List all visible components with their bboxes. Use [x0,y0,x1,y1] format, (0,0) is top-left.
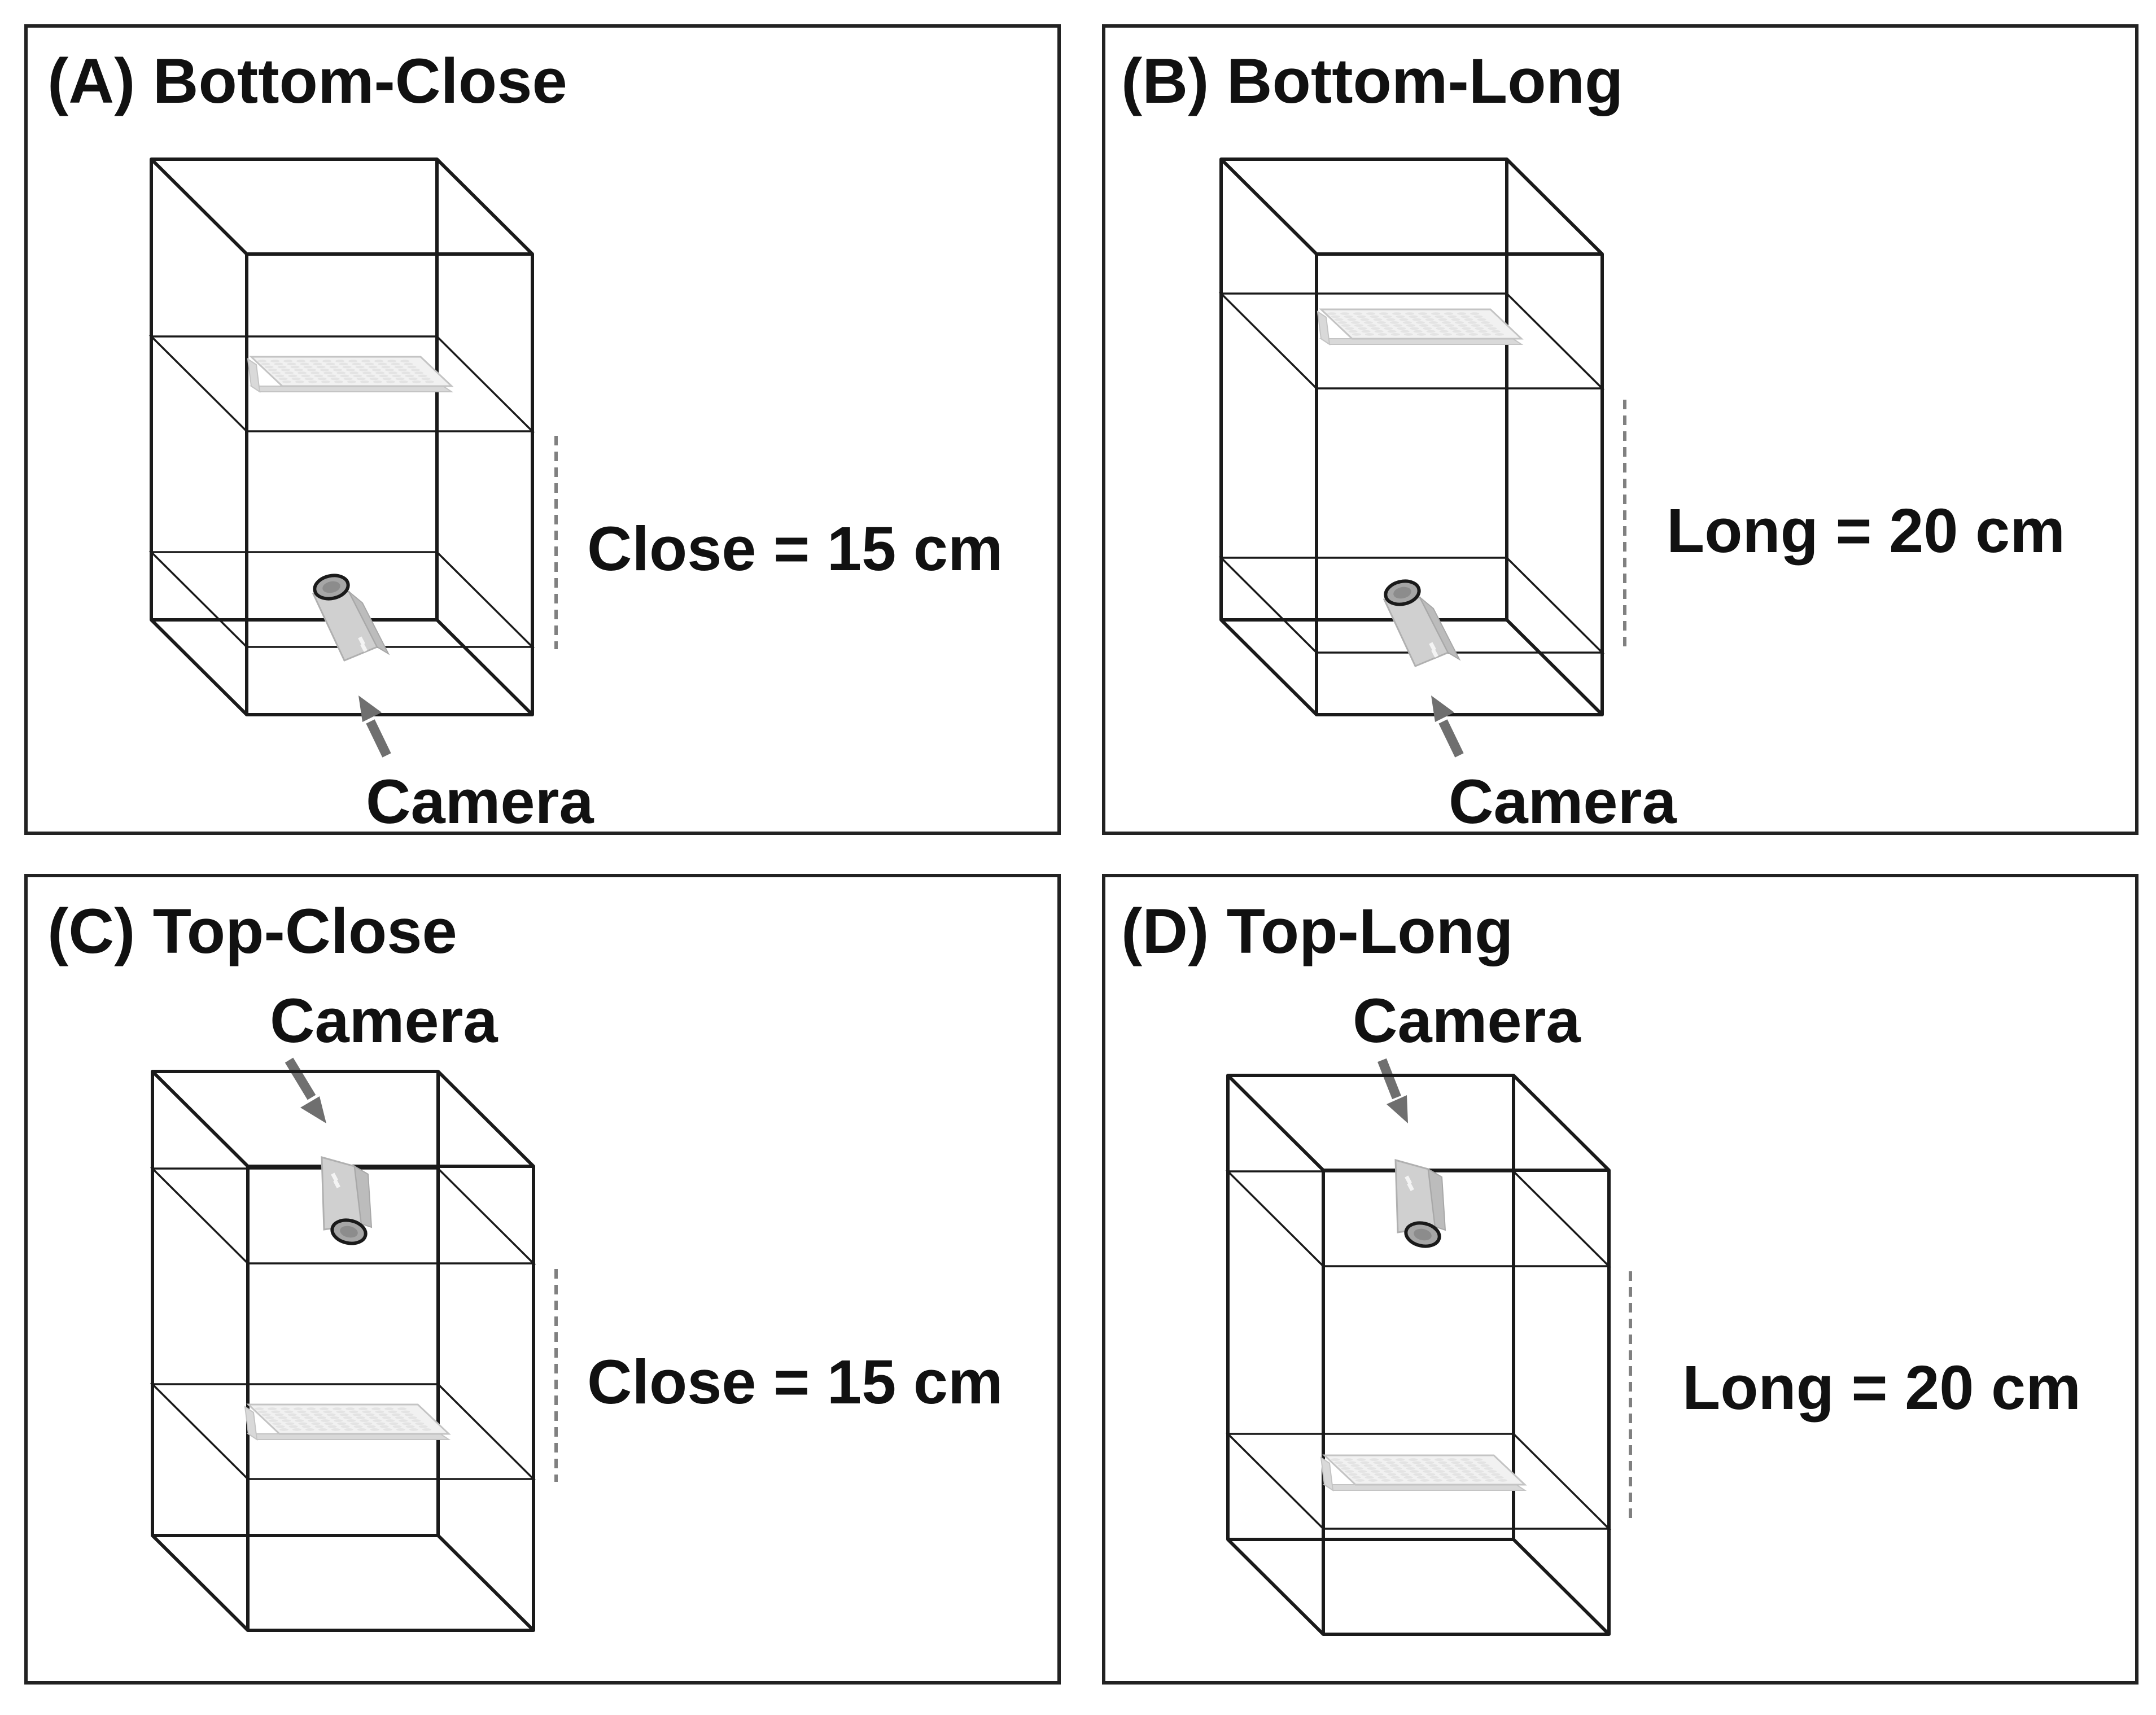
arrow-icon [1431,695,1464,758]
panel-title: (D) Top-Long [1121,896,1513,966]
panel-frame [1102,24,2138,835]
enclosure-box [151,1070,535,1632]
distance-label: Close = 15 cm [587,514,1003,584]
arrow-icon [285,1057,326,1123]
enclosure-box [1219,158,1604,716]
panel-frame [24,874,1061,1685]
panel-title: (C) Top-Close [47,896,457,966]
panel-d: (D) Top-Long Camera Long = 20 cm [1102,874,2138,1685]
camera-shelf [1218,557,1605,654]
arrow-icon [1377,1058,1408,1123]
distance-label: Long = 20 cm [1667,496,2065,566]
plate-shelf [150,1383,536,1480]
distance-label: Close = 15 cm [587,1348,1003,1417]
arrow-icon [358,695,391,758]
plate-shelf [148,335,535,432]
camera-label: Camera [1449,767,1677,837]
camera-label: Camera [270,986,498,1056]
well-plate-icon [247,356,453,393]
panel-c: (C) Top-Close Camera Close = 15 cm [24,874,1061,1685]
well-plate-icon [244,1403,450,1441]
well-plate-icon [1320,1454,1526,1491]
panel-title: (A) Bottom-Close [47,46,567,116]
camera-label: Camera [1353,986,1581,1056]
camera-label: Camera [366,767,594,837]
camera-shelf [148,551,535,648]
well-plate-icon [1317,308,1523,345]
panel-frame [24,24,1061,835]
panel-a: (A) Bottom-Close Close = 15 cm Camera [24,24,1061,837]
plate-shelf [1218,292,1605,390]
plate-shelf [1225,1433,1612,1530]
panel-frame [1102,874,2138,1685]
enclosure-box [1226,1074,1611,1636]
panel-title: (B) Bottom-Long [1121,46,1623,116]
distance-label: Long = 20 cm [1682,1353,2081,1423]
panel-b: (B) Bottom-Long Long = 20 cm Camera [1102,24,2138,837]
